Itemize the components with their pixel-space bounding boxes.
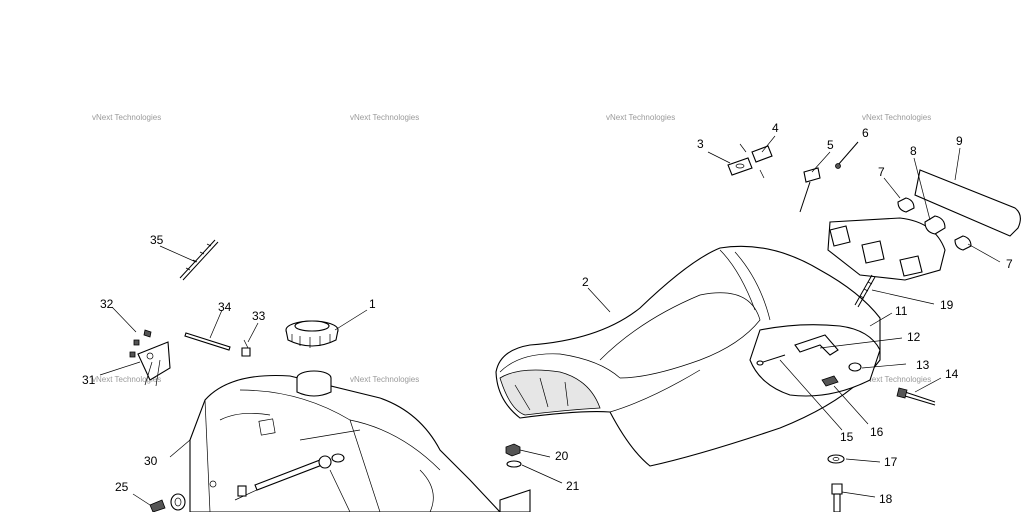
clip-3 <box>727 157 753 176</box>
callout-21: 21 <box>566 479 580 493</box>
bolt-14 <box>896 387 936 406</box>
callout-31: 31 <box>82 373 96 387</box>
watermark: vNext Technologies <box>350 113 419 122</box>
watermark: vNext Technologies <box>92 375 161 384</box>
nut-20 <box>505 443 521 457</box>
rod-34 <box>184 332 231 351</box>
callout-25: 25 <box>115 480 129 494</box>
callout-2: 2 <box>582 275 589 289</box>
callout-7: 7 <box>878 165 885 179</box>
watermark: vNext Technologies <box>92 113 161 122</box>
clip-4 <box>739 143 773 179</box>
callout-12: 12 <box>907 330 921 344</box>
fuel-tank <box>189 370 501 512</box>
seat <box>495 245 881 467</box>
callout-15: 15 <box>840 430 854 444</box>
watermark: vNext Technologies <box>862 113 931 122</box>
callout-34: 34 <box>218 300 232 314</box>
sender-plate <box>129 329 171 387</box>
callout-7: 7 <box>1006 257 1013 271</box>
callout-3: 3 <box>697 137 704 151</box>
callout-30: 30 <box>144 454 158 468</box>
tank-strap <box>254 453 345 491</box>
watermark: vNext Technologies <box>606 113 675 122</box>
callout-35: 35 <box>150 233 164 247</box>
screw-6 <box>835 141 859 169</box>
pin-15 <box>756 354 786 366</box>
callout-labels: 1 2 3 4 5 6 7 8 9 7 19 11 12 13 14 15 16… <box>82 121 1013 506</box>
callout-14: 14 <box>945 367 959 381</box>
callout-4: 4 <box>772 121 779 135</box>
callout-6: 6 <box>862 126 869 140</box>
callout-19: 19 <box>940 298 954 312</box>
callout-18: 18 <box>879 492 893 506</box>
callout-33: 33 <box>252 309 266 323</box>
washer-21 <box>499 460 531 512</box>
bulb-8 <box>924 215 946 235</box>
callout-13: 13 <box>916 358 930 372</box>
callout-11: 11 <box>895 304 908 318</box>
callout-17: 17 <box>884 455 898 469</box>
bulb-7-upper <box>897 197 915 213</box>
callout-20: 20 <box>555 449 569 463</box>
bulb-7-lower <box>954 235 972 251</box>
wire-19 <box>854 274 876 308</box>
watermark: vNext Technologies <box>862 375 931 384</box>
washer-17 <box>827 454 845 464</box>
lens-9 <box>914 169 1021 237</box>
tail-light-housing <box>827 217 946 281</box>
callout-1: 1 <box>369 297 376 311</box>
callout-5: 5 <box>827 138 834 152</box>
callout-32: 32 <box>100 297 114 311</box>
fuel-cap <box>285 320 339 348</box>
callout-9: 9 <box>956 134 963 148</box>
leader-lines <box>99 135 1001 506</box>
fitting-33 <box>241 339 251 357</box>
callout-8: 8 <box>910 144 917 158</box>
bolt-25 <box>149 485 247 512</box>
rear-cowl <box>749 324 881 397</box>
callout-16: 16 <box>870 425 884 439</box>
watermark: vNext Technologies <box>350 375 419 384</box>
bolt-18 <box>831 483 843 512</box>
bracket-5 <box>799 167 821 213</box>
cable-35 <box>179 239 219 281</box>
